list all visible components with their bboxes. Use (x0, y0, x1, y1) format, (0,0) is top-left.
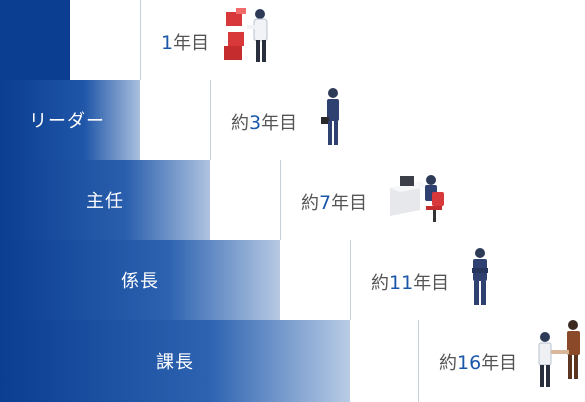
role-label-section-manager: 課長 (156, 352, 194, 373)
businessman-with-briefcase-icon (321, 88, 339, 145)
handshake-icon (538, 320, 580, 387)
step-divider (140, 0, 141, 80)
year-label-5: 約16年目 (439, 352, 518, 374)
year-label-3: 約7年目 (301, 192, 368, 214)
step-band-section-manager: 課長 (0, 320, 350, 402)
step-divider (350, 240, 351, 320)
year-label-1: 1年目 (161, 32, 210, 54)
role-label-leader: リーダー (29, 111, 105, 132)
step-band-chief: 主任 (0, 160, 210, 240)
step-band-1 (0, 0, 70, 80)
step-divider (418, 320, 419, 402)
year-label-4: 約11年目 (371, 272, 450, 294)
role-label-subsection-chief: 係長 (121, 271, 159, 292)
step-band-subsection-chief: 係長 (0, 240, 280, 320)
step-divider (210, 80, 211, 160)
step-divider (280, 160, 281, 240)
role-label-chief: 主任 (86, 191, 124, 212)
person-lifting-boxes-icon (224, 8, 268, 62)
year-label-2: 約3年目 (231, 112, 298, 134)
person-at-desk-icon (390, 175, 444, 222)
person-arms-crossed-icon (472, 248, 488, 305)
step-band-leader: リーダー (0, 80, 140, 160)
